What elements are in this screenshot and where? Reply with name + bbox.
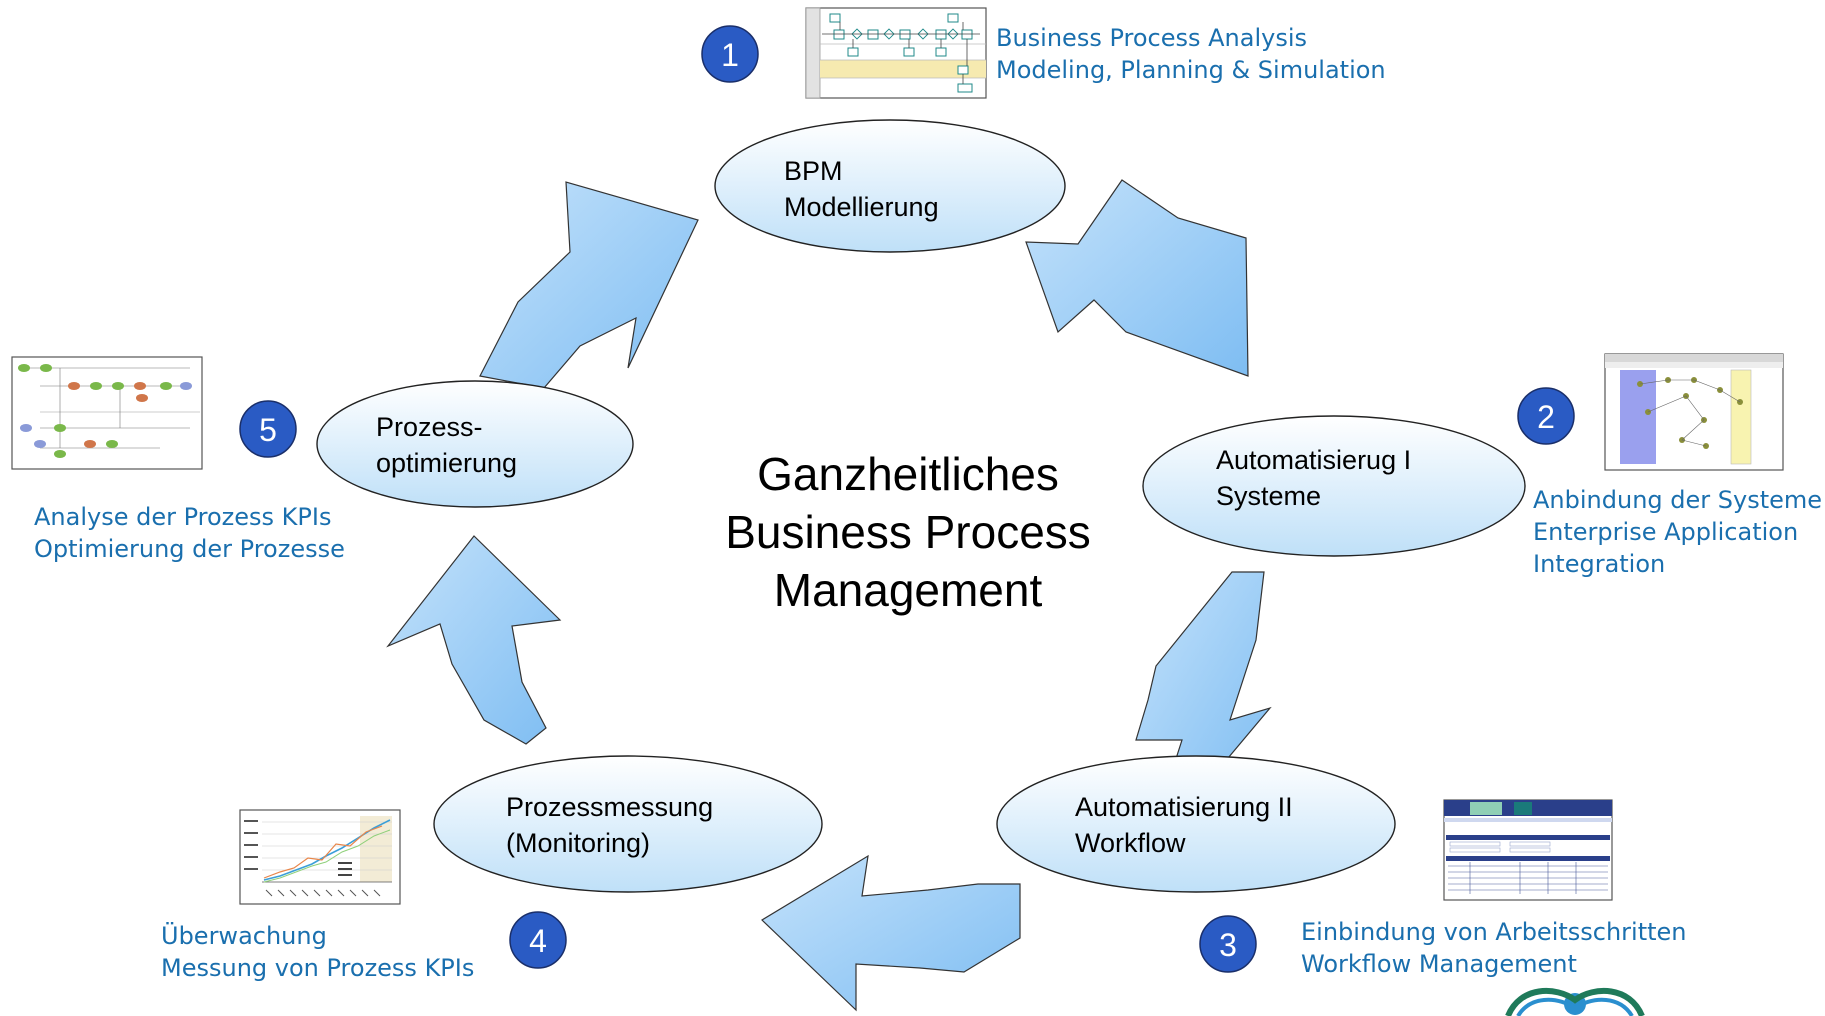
caption-line: Anbindung der Systeme bbox=[1533, 486, 1822, 514]
node-label: optimierung bbox=[376, 448, 517, 478]
node-prozessmessung: Prozessmessung (Monitoring) bbox=[433, 755, 823, 893]
step-number: 4 bbox=[529, 923, 547, 959]
node-label: Modellierung bbox=[784, 192, 939, 222]
integration-diagram-thumbnail bbox=[1604, 353, 1784, 471]
node-automatisierung-systeme: Automatisierug I Systeme bbox=[1142, 415, 1526, 557]
caption-line: Analyse der Prozess KPIs bbox=[34, 503, 331, 531]
node-label: (Monitoring) bbox=[506, 828, 650, 858]
node-label: Prozess- bbox=[376, 412, 483, 442]
step-number: 1 bbox=[721, 37, 739, 73]
caption-line: Modeling, Planning & Simulation bbox=[996, 56, 1386, 84]
arrow-4-to-5 bbox=[386, 535, 562, 745]
step-badge-2: 2 bbox=[1517, 387, 1575, 445]
process-model-thumbnail bbox=[805, 7, 987, 99]
node-label: Automatisierung II bbox=[1075, 792, 1293, 822]
node-label: Automatisierug I bbox=[1216, 445, 1411, 475]
caption-line: Business Process Analysis bbox=[996, 24, 1307, 52]
center-title-line: Management bbox=[774, 564, 1043, 616]
caption-line: Integration bbox=[1533, 550, 1665, 578]
caption-step-2: Anbindung der Systeme Enterprise Applica… bbox=[1533, 486, 1822, 578]
center-title-line: Business Process bbox=[725, 506, 1091, 558]
node-bpm-modellierung: BPM Modellierung bbox=[714, 119, 1066, 253]
step-number: 2 bbox=[1537, 399, 1555, 435]
caption-step-1: Business Process Analysis Modeling, Plan… bbox=[996, 24, 1386, 84]
caption-line: Workflow Management bbox=[1301, 950, 1577, 978]
arrow-3-to-4 bbox=[761, 854, 1021, 1012]
logo-icon bbox=[1505, 987, 1645, 1016]
step-badge-1: 1 bbox=[701, 25, 759, 83]
arrow-5-to-1 bbox=[479, 181, 699, 389]
center-title-line: Ganzheitliches bbox=[757, 448, 1059, 500]
node-prozessoptimierung: Prozess- optimierung bbox=[316, 380, 634, 508]
cycle-arrows bbox=[386, 179, 1272, 1012]
step-number: 5 bbox=[259, 412, 277, 448]
caption-line: Messung von Prozess KPIs bbox=[161, 954, 474, 982]
node-label: BPM bbox=[784, 156, 843, 186]
step-number: 3 bbox=[1219, 927, 1237, 963]
caption-line: Einbindung von Arbeitsschritten bbox=[1301, 918, 1687, 946]
optimization-diagram-thumbnail bbox=[11, 356, 203, 470]
step-badge-5: 5 bbox=[239, 400, 297, 458]
caption-line: Enterprise Application bbox=[1533, 518, 1798, 546]
center-title: Ganzheitliches Business Process Manageme… bbox=[725, 448, 1091, 616]
caption-line: Überwachung bbox=[161, 921, 327, 950]
caption-line: Optimierung der Prozesse bbox=[34, 535, 345, 563]
step-badge-3: 3 bbox=[1199, 915, 1257, 973]
caption-step-3: Einbindung von Arbeitsschritten Workflow… bbox=[1301, 918, 1687, 978]
caption-step-5: Analyse der Prozess KPIs Optimierung der… bbox=[34, 503, 345, 563]
node-label: Systeme bbox=[1216, 481, 1321, 511]
arrow-1-to-2 bbox=[1025, 179, 1249, 377]
monitoring-chart-thumbnail bbox=[239, 809, 401, 905]
node-label: Prozessmessung bbox=[506, 792, 713, 822]
node-label: Workflow bbox=[1075, 828, 1186, 858]
node-automatisierung-workflow: Automatisierung II Workflow bbox=[996, 755, 1396, 893]
caption-step-4: Überwachung Messung von Prozess KPIs bbox=[161, 921, 474, 982]
workflow-form-thumbnail bbox=[1443, 799, 1613, 901]
step-badge-4: 4 bbox=[509, 911, 567, 969]
